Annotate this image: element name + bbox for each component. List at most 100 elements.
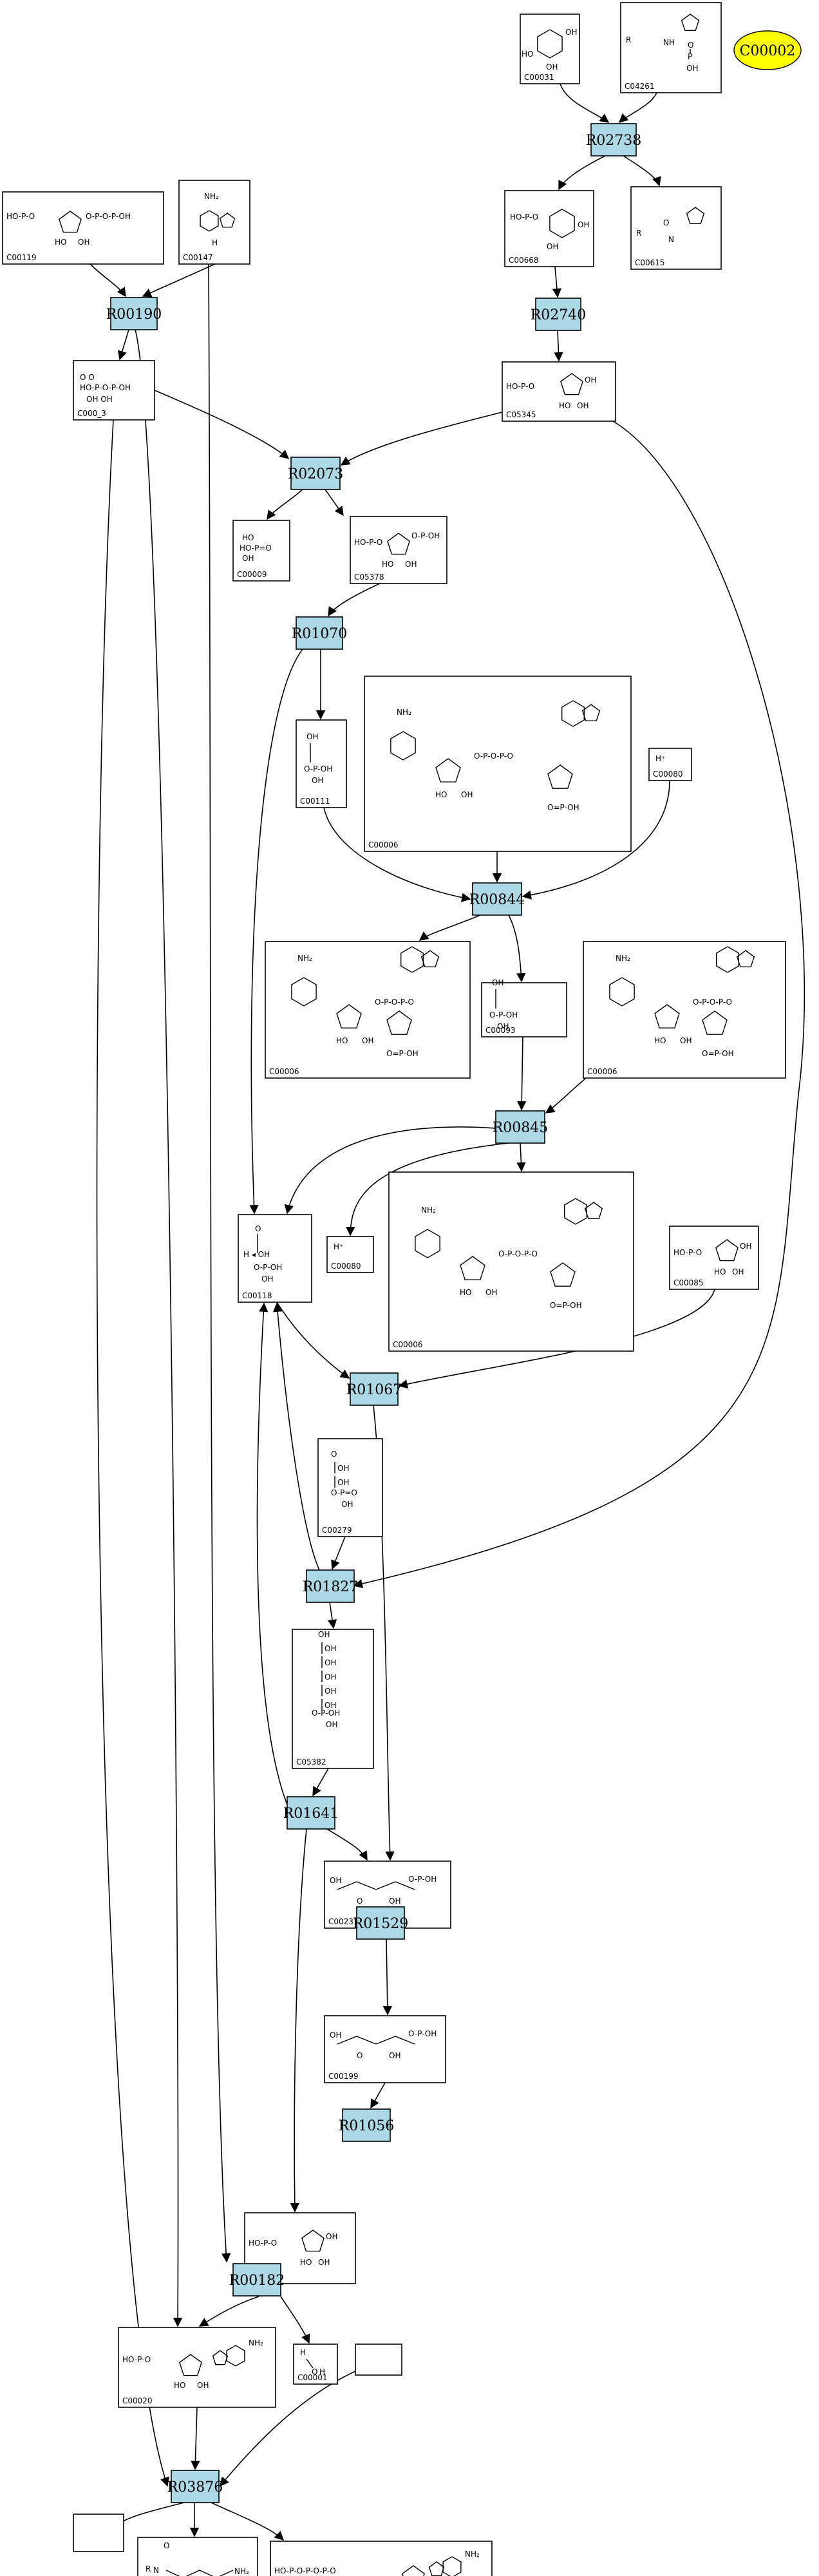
furanose-ring xyxy=(584,1202,603,1219)
reaction-edge xyxy=(211,2502,285,2541)
compound-id: C00001 xyxy=(297,2373,328,2382)
compound-box xyxy=(504,190,594,267)
reaction-id: R00190 xyxy=(106,307,162,323)
compound-box xyxy=(178,180,250,265)
atom-label: H xyxy=(212,238,218,247)
reaction-node-r00190[interactable]: R00190 xyxy=(106,297,162,330)
reaction-node-r02740[interactable]: R02740 xyxy=(531,298,587,331)
compound-id: C00119 xyxy=(6,253,37,262)
reaction-node-r01827[interactable]: R01827 xyxy=(303,1569,359,1603)
compound-node[interactable]: H⁺C00080 xyxy=(326,1236,374,1273)
reaction-box xyxy=(296,616,343,650)
compound-id: C00020 xyxy=(122,2396,153,2405)
reaction-id: R01641 xyxy=(283,1806,339,1822)
reaction-node-r01056[interactable]: R01056 xyxy=(339,2108,395,2142)
atom-label: R xyxy=(146,2564,151,2573)
atom-label: OH xyxy=(732,1267,744,1276)
reaction-edge xyxy=(276,1302,350,1379)
reaction-node-r01070[interactable]: R01070 xyxy=(292,616,348,650)
reaction-node-r01529[interactable]: R01529 xyxy=(353,1906,409,1940)
compound-id: C00080 xyxy=(653,770,683,779)
furanose-ring xyxy=(435,758,461,782)
furanose-ring xyxy=(219,213,236,228)
reaction-node-r02738[interactable]: R02738 xyxy=(586,123,642,156)
reaction-edge xyxy=(327,1602,337,1629)
atom-label: OH xyxy=(78,238,89,247)
reaction-edge xyxy=(560,83,610,123)
atom-label: OH xyxy=(405,560,417,569)
reaction-id: R01827 xyxy=(303,1579,359,1595)
reaction-node-r00844[interactable]: R00844 xyxy=(469,882,525,916)
compound-node[interactable] xyxy=(73,2514,124,2552)
six-ring xyxy=(226,2345,245,2367)
reaction-node-r00845[interactable]: R00845 xyxy=(493,1110,549,1144)
highlighted-compound[interactable]: C00002 xyxy=(733,30,802,70)
atom-label: OH xyxy=(389,1897,400,1906)
compound-id: C00118 xyxy=(242,1291,272,1300)
compound-box xyxy=(118,2327,276,2408)
reaction-edge xyxy=(545,1077,587,1113)
reaction-node-r01641[interactable]: R01641 xyxy=(283,1796,339,1830)
reaction-box xyxy=(495,1110,545,1144)
atom-label: NH₂ xyxy=(616,954,630,963)
atom-label: H xyxy=(319,2367,325,2376)
atom-label: HO xyxy=(382,560,393,569)
compound-id: C00006 xyxy=(368,840,399,849)
furanose-ring xyxy=(212,2350,229,2365)
reaction-edge xyxy=(340,412,503,466)
atom-label: NH₂ xyxy=(249,2338,263,2347)
atom-label: HO-P-O xyxy=(673,1248,702,1257)
compound-box xyxy=(583,941,786,1079)
atom-label: HO xyxy=(714,1267,726,1276)
compound-box xyxy=(137,2537,258,2576)
compound-box xyxy=(2,191,164,265)
compound-node[interactable] xyxy=(355,2344,402,2376)
atom-label: O xyxy=(357,2051,362,2060)
compound-node[interactable]: H⁺C00080 xyxy=(648,748,692,781)
atom-label: OH xyxy=(337,1478,349,1487)
furanose-ring xyxy=(179,2354,202,2376)
reaction-node-r00182[interactable]: R00182 xyxy=(229,2263,285,2297)
compound-id: C04261 xyxy=(625,82,655,91)
reaction-node-r01067[interactable]: R01067 xyxy=(346,1372,402,1406)
atom-label: HO-P-O-P-OH xyxy=(80,383,131,392)
compound-node[interactable]: HO-P-O-P-O-P-ONH₂HOOHC00002 xyxy=(270,2541,493,2576)
compound-node[interactable]: ORNNH₂C02188 xyxy=(137,2537,258,2576)
atom-label: NH₂ xyxy=(204,192,219,201)
reaction-id: R03876 xyxy=(167,2479,223,2496)
atom-label: OH xyxy=(312,776,323,785)
reaction-node-r02073[interactable]: R02073 xyxy=(288,457,344,490)
reaction-box xyxy=(232,2263,281,2297)
reaction-edge xyxy=(323,807,471,902)
atom-label: O-P-OH xyxy=(411,531,440,540)
reaction-edge xyxy=(508,914,526,983)
reaction-node-r03876[interactable]: R03876 xyxy=(167,2470,223,2503)
highlight-layer: C00002 xyxy=(733,30,802,70)
